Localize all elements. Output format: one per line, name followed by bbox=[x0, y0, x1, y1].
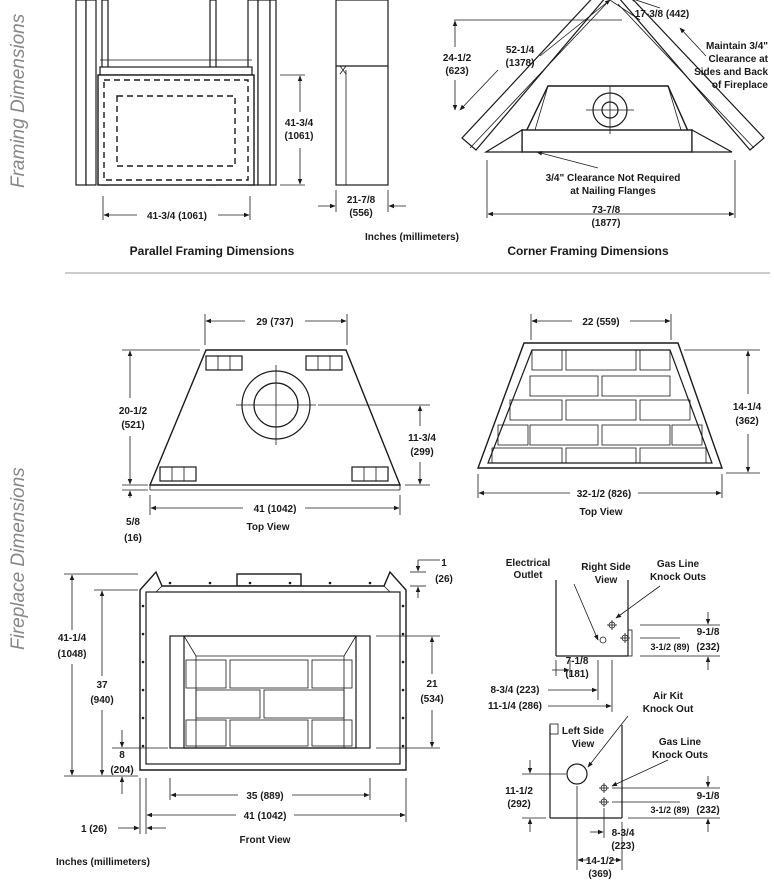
right-side-d2: 8-3/4 (223) bbox=[491, 685, 540, 696]
right-side-title-1: View bbox=[595, 575, 618, 586]
left-side-h-in: 11-1/2 bbox=[505, 786, 533, 797]
top-right-width-bottom: 32-1/2 (826) bbox=[577, 489, 631, 500]
corner-left-in: 24-1/2 bbox=[443, 53, 472, 64]
right-side-d1-mm: (181) bbox=[565, 669, 588, 680]
corner-flange-note-0: 3/4" Clearance Not Required bbox=[546, 173, 681, 184]
right-side-view-drawing bbox=[548, 580, 720, 712]
front-overall-mm: (1048) bbox=[58, 649, 87, 660]
parallel-height-in: 41-3/4 bbox=[285, 118, 314, 129]
corner-framing-drawing bbox=[452, 0, 765, 218]
side-label-fireplace: Fireplace Dimensions bbox=[8, 467, 29, 650]
side-label-framing: Framing Dimensions bbox=[8, 13, 29, 188]
left-side-title-0: Left Side bbox=[562, 726, 605, 737]
right-side-d3: 11-1/4 (286) bbox=[488, 701, 542, 712]
right-side-gas-1: Knock Outs bbox=[650, 572, 707, 583]
parallel-framing-drawing bbox=[75, 0, 406, 220]
left-side-view-drawing bbox=[522, 715, 720, 870]
front-overall-in: 41-1/4 bbox=[58, 633, 87, 644]
top-left-width-bottom: 41 (1042) bbox=[254, 504, 297, 515]
top-left-offset-in: 5/8 bbox=[126, 517, 140, 528]
corner-note-0: Maintain 3/4" bbox=[706, 41, 768, 52]
front-opening-in: 21 bbox=[426, 679, 438, 690]
left-side-d1-mm: (223) bbox=[611, 841, 634, 852]
right-side-h-in: 9-1/8 bbox=[697, 627, 720, 638]
corner-note-3: of Fireplace bbox=[712, 80, 769, 91]
left-side-r-mm: (232) bbox=[696, 805, 719, 816]
front-opening-width: 35 (889) bbox=[246, 791, 283, 802]
corner-left-mm: (623) bbox=[445, 66, 468, 77]
front-flange: 1 (26) bbox=[81, 824, 107, 835]
top-left-flue-mm: (299) bbox=[410, 447, 433, 458]
top-right-depth-in: 14-1/4 bbox=[733, 402, 762, 413]
parallel-height-mm: (1061) bbox=[285, 131, 314, 142]
front-base-mm: (204) bbox=[110, 765, 133, 776]
top-right-width-top: 22 (559) bbox=[582, 317, 619, 328]
corner-diag-in: 52-1/4 bbox=[506, 45, 535, 56]
left-side-gas-1: Knock Outs bbox=[652, 750, 709, 761]
corner-top-label: 17-3/8 (442) bbox=[635, 9, 689, 20]
top-left-offset-mm: (16) bbox=[124, 533, 142, 544]
top-left-width-top: 29 (737) bbox=[256, 317, 293, 328]
top-left-flue-in: 11-3/4 bbox=[408, 433, 436, 444]
top-right-caption: Top View bbox=[580, 507, 623, 518]
front-width: 41 (1042) bbox=[244, 811, 287, 822]
corner-note-1: Clearance at bbox=[709, 54, 769, 65]
front-caption: Front View bbox=[240, 835, 291, 846]
right-side-gas-0: Gas Line bbox=[657, 559, 700, 570]
parallel-depth-mm: (556) bbox=[349, 208, 372, 219]
right-side-outlet-0: Electrical bbox=[506, 558, 551, 569]
top-left-caption: Top View bbox=[247, 522, 290, 533]
parallel-width-label: 41-3/4 (1061) bbox=[147, 211, 207, 222]
left-side-d2-in: 14-1/2 bbox=[586, 856, 615, 867]
left-side-small: 3-1/2 (89) bbox=[650, 805, 689, 815]
corner-width-in: 73-7/8 bbox=[592, 205, 621, 216]
front-opening-mm: (534) bbox=[420, 694, 443, 705]
parallel-units: Inches (millimeters) bbox=[365, 232, 459, 243]
left-side-air-1: Knock Out bbox=[643, 704, 694, 715]
corner-note-2: Sides and Back bbox=[694, 67, 768, 78]
left-side-air-0: Air Kit bbox=[653, 691, 684, 702]
right-side-d1-in: 7-1/8 bbox=[566, 656, 589, 667]
top-left-depth-mm: (521) bbox=[121, 420, 144, 431]
parallel-caption: Parallel Framing Dimensions bbox=[130, 244, 295, 258]
corner-caption: Corner Framing Dimensions bbox=[507, 244, 669, 258]
right-side-h-mm: (232) bbox=[696, 642, 719, 653]
front-height-mm: (940) bbox=[90, 695, 113, 706]
right-side-title-0: Right Side bbox=[581, 562, 631, 573]
front-top-in: 1 bbox=[441, 558, 447, 569]
front-view-drawing bbox=[64, 559, 440, 834]
right-side-small: 3-1/2 (89) bbox=[650, 642, 689, 652]
left-side-d1-in: 8-3/4 bbox=[612, 828, 635, 839]
corner-width-mm: (1877) bbox=[592, 218, 621, 229]
corner-diag-mm: (1378) bbox=[506, 58, 535, 69]
left-side-r-in: 9-1/8 bbox=[697, 791, 720, 802]
corner-flange-note-1: at Nailing Flanges bbox=[570, 186, 656, 197]
top-view-right-drawing bbox=[476, 314, 760, 498]
left-side-h-mm: (292) bbox=[507, 799, 530, 810]
top-left-depth-in: 20-1/2 bbox=[119, 406, 148, 417]
left-side-d2-mm: (369) bbox=[588, 869, 611, 880]
top-right-depth-mm: (362) bbox=[735, 416, 758, 427]
front-top-mm: (26) bbox=[435, 574, 453, 585]
front-height-in: 37 bbox=[96, 680, 108, 691]
parallel-depth-in: 21-7/8 bbox=[347, 195, 376, 206]
left-side-gas-0: Gas Line bbox=[659, 737, 702, 748]
top-view-left-drawing bbox=[122, 314, 430, 515]
right-side-outlet-1: Outlet bbox=[514, 570, 544, 581]
front-units: Inches (millimeters) bbox=[56, 857, 150, 868]
left-side-title-1: View bbox=[572, 739, 595, 750]
front-base-in: 8 bbox=[119, 750, 125, 761]
